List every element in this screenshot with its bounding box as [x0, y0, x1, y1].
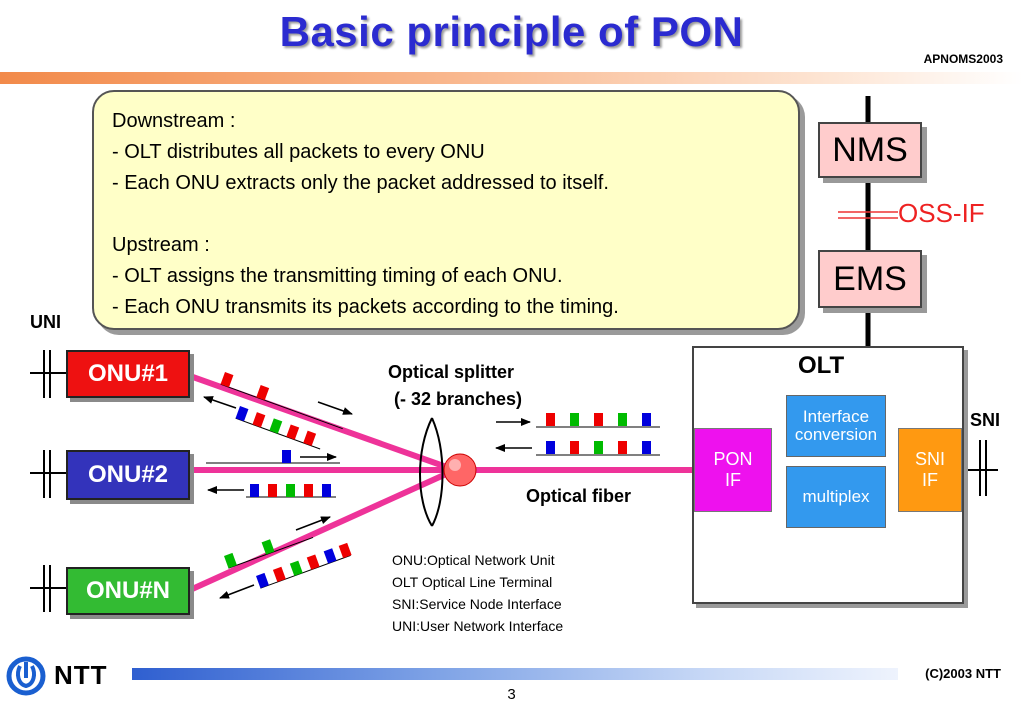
sni-if-line-1: SNI: [914, 449, 945, 469]
trunk-upstream-packets: [536, 413, 660, 428]
ntt-logo-text: NTT: [54, 660, 108, 690]
onun-downstream-packets: [256, 542, 352, 589]
sni-label: SNI: [970, 410, 1001, 430]
glossary: ONU:Optical Network Unit OLT Optical Lin…: [392, 549, 563, 637]
onu1-upstream-packets: [220, 372, 343, 430]
glossary-olt: OLT Optical Line Terminal: [392, 574, 553, 590]
downstream-line-2: - Each ONU extracts only the packet addr…: [112, 172, 609, 194]
fiber-branch-onun: [187, 467, 458, 593]
uni-terminal-onun: [30, 565, 68, 612]
ntt-logo-icon: [6, 656, 46, 696]
onu2-downstream-packets: [246, 484, 336, 498]
pon-if-box: PON IF: [694, 428, 772, 512]
copyright: (C)2003 NTT: [925, 666, 1001, 681]
pon-if-line-1: PON: [713, 449, 753, 469]
onun-upstream-packets: [224, 536, 314, 569]
sni-if-line-2: IF: [922, 470, 938, 490]
onu-2-box: ONU#2: [66, 450, 190, 500]
principle-callout: Downstream : - OLT distributes all packe…: [92, 90, 800, 330]
page-number: 3: [507, 686, 516, 703]
onu1-downstream-arrow: [203, 396, 237, 409]
downstream-heading: Downstream :: [112, 110, 236, 132]
glossary-onu: ONU:Optical Network Unit: [392, 552, 555, 568]
onu1-downstream-packets: [235, 406, 321, 450]
sni-terminal: [962, 440, 998, 496]
onun-upstream-arrow: [295, 516, 331, 531]
splitter-lens: [419, 417, 433, 527]
upstream-heading: Upstream :: [112, 234, 210, 256]
uni-terminal-onu1: [30, 350, 68, 398]
splitter-label: Optical splitter: [388, 362, 515, 382]
splitter-ball: [443, 453, 477, 487]
page-title: Basic principle of PON: [279, 8, 744, 55]
pon-if-line-2: IF: [725, 470, 741, 490]
onun-downstream-arrow: [219, 584, 255, 599]
footer-divider: [132, 668, 898, 680]
onu1-upstream-arrow: [317, 401, 353, 415]
uni-label: UNI: [30, 312, 61, 332]
interface-line-1: Interface: [802, 407, 870, 426]
interface-line-2: conversion: [794, 425, 878, 444]
onu-1-box: ONU#1: [66, 350, 190, 398]
upstream-line-1: - OLT assigns the transmitting timing of…: [112, 265, 563, 287]
oss-if-label: OSS-IF: [898, 198, 985, 228]
ems-box: EMS: [818, 250, 922, 308]
glossary-sni: SNI:Service Node Interface: [392, 596, 562, 612]
multiplex-box: multiplex: [786, 466, 886, 528]
header-divider: [0, 72, 1023, 84]
trunk-downstream-packets: [536, 441, 660, 456]
branches-label: (- 32 branches): [394, 389, 523, 409]
uni-terminal-onu2: [30, 450, 68, 498]
nms-box: NMS: [818, 122, 922, 178]
upstream-line-2: - Each ONU transmits its packets accordi…: [112, 296, 619, 318]
downstream-line-1: - OLT distributes all packets to every O…: [112, 141, 485, 163]
olt-title: OLT: [798, 352, 845, 379]
fiber-branch-onu1: [187, 373, 458, 473]
onu2-upstream-packets: [206, 450, 340, 464]
optical-fiber-label: Optical fiber: [526, 486, 632, 506]
glossary-uni: UNI:User Network Interface: [392, 618, 564, 634]
sni-if-box: SNI IF: [898, 428, 962, 512]
conference-label: APNOMS2003: [923, 52, 1003, 66]
interface-conversion-box: Interface conversion: [786, 395, 886, 457]
onu-n-box: ONU#N: [66, 567, 190, 615]
